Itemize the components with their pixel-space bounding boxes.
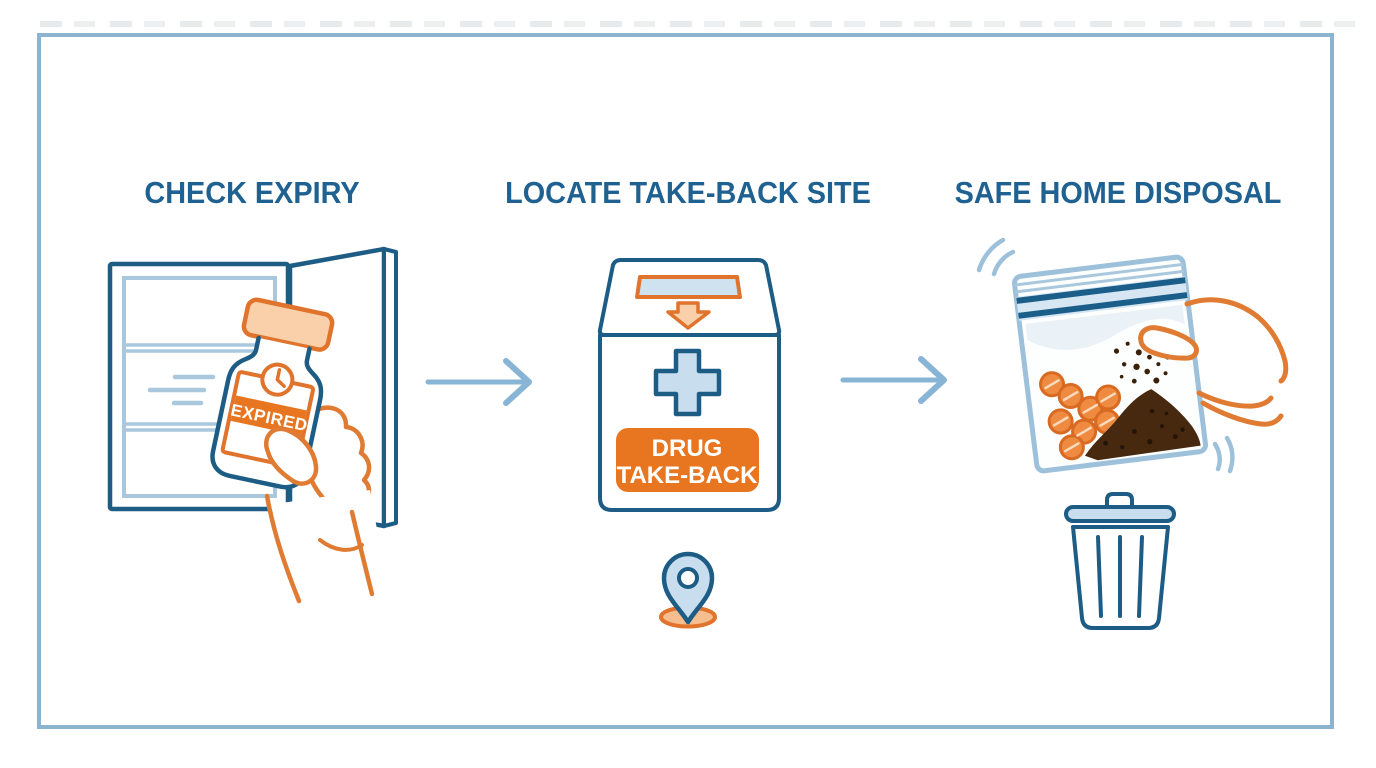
finger-line-1 [1196, 390, 1274, 409]
flow-arrow-1-icon [425, 358, 532, 406]
trash-ribs [1096, 535, 1144, 618]
step-1-title: CHECK EXPIRY [144, 175, 360, 210]
falling-grounds-dots [1113, 336, 1171, 384]
flow-arrow-2-icon [840, 356, 947, 404]
deposit-slot [635, 275, 742, 299]
take-back-label-line1: DRUG [652, 435, 723, 462]
fingers-behind-bottle [299, 405, 372, 512]
bottle-cap [241, 297, 335, 352]
thumb [1138, 325, 1199, 361]
cabinet-contents-dashes [147, 374, 216, 406]
thumb [264, 426, 319, 486]
clock-hands [275, 368, 286, 388]
pin-hole [677, 567, 699, 589]
shake-lines-top-left-icon [976, 237, 1016, 277]
wrist-line-left [264, 493, 302, 604]
coffee-grounds-mound [1084, 389, 1201, 461]
bag-sheen [1025, 304, 1185, 350]
disposal-bag-icon [1011, 254, 1209, 474]
wrist-line-right [349, 509, 375, 597]
trash-can-icon [1064, 492, 1176, 630]
trash-lid-handle [1105, 492, 1134, 508]
border-frame [37, 33, 1334, 729]
trash-lid [1064, 505, 1176, 523]
cabinet-door-edge [382, 247, 398, 528]
coffee-grounds-texture [1103, 409, 1185, 450]
seal-dark-band [1016, 277, 1186, 304]
hand-back-edge [1184, 297, 1289, 384]
seal-dark-band [1018, 292, 1188, 319]
location-pin-icon [659, 551, 717, 629]
step-2-title: LOCATE TAKE-BACK SITE [505, 175, 871, 210]
drug-take-back-box-icon: DRUG TAKE-BACK [597, 258, 782, 512]
seal-thin-line [1015, 269, 1185, 294]
hand-shaking-bag-icon [1138, 297, 1289, 427]
hand-holding-bottle-icon [264, 426, 378, 618]
expired-band [230, 395, 307, 436]
drop-arrow-icon [666, 301, 711, 330]
shake-lines-bottom-right-icon [1212, 435, 1235, 474]
take-back-label-plate [616, 428, 759, 492]
seal-thin-line [1014, 262, 1184, 287]
take-back-label-line2: TAKE-BACK [617, 462, 759, 489]
cropped-text-artifact [40, 21, 1370, 27]
finger-line-2 [1200, 400, 1284, 427]
medical-cross-icon [653, 348, 722, 417]
palm-crease [318, 538, 364, 552]
pills [1039, 371, 1122, 461]
step-3-title: SAFE HOME DISPOSAL [954, 175, 1282, 210]
